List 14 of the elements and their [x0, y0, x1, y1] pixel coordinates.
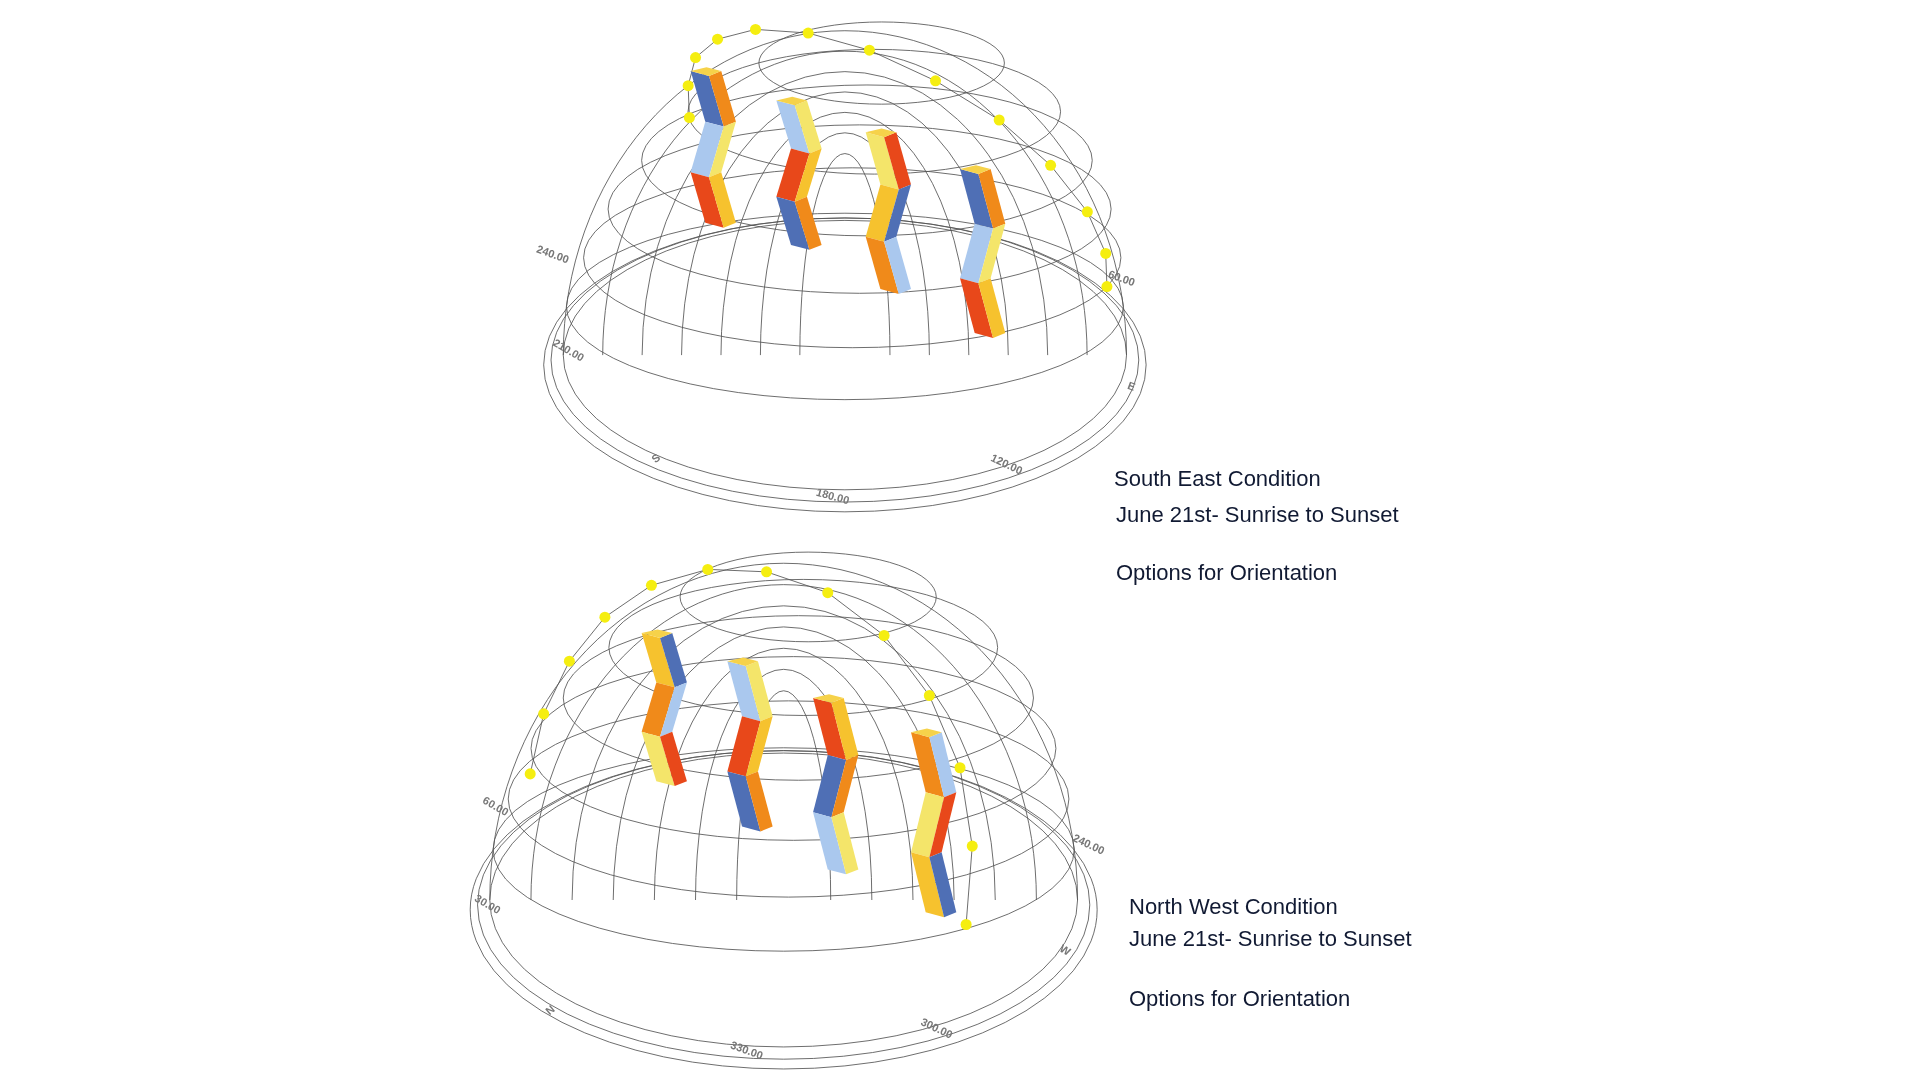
compass-point-label: E: [1126, 379, 1138, 393]
bearing-label: 240.00: [534, 242, 571, 266]
bearing-label: 180.00: [815, 485, 851, 507]
compass-point-label: N: [543, 1002, 557, 1018]
caption-text: Options for Orientation: [1129, 986, 1351, 1012]
bearing-label: 60.00: [1106, 267, 1137, 289]
caption-text: North West Condition: [1129, 894, 1338, 920]
caption-text: June 21st- Sunrise to Sunset: [1116, 502, 1399, 528]
caption-text: June 21st- Sunrise to Sunset: [1129, 926, 1412, 952]
caption-text: South East Condition: [1114, 466, 1321, 492]
caption-text: Options for Orientation: [1116, 560, 1338, 586]
bearing-label: 330.00: [728, 1038, 765, 1062]
compass-point-label: S: [649, 451, 663, 465]
compass-point-label: W: [1057, 942, 1073, 958]
